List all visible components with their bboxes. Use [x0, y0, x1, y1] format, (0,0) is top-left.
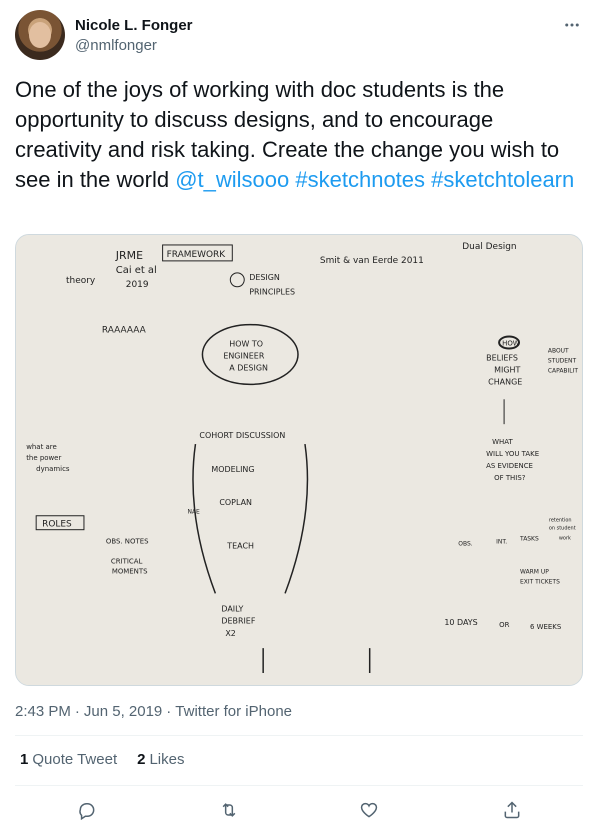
sketch-text: ROLES: [42, 520, 72, 530]
sketch-text: HOW: [502, 340, 520, 348]
sketch-text: CAPABILIT: [548, 367, 578, 374]
sketch-text: WILL YOU TAKE: [486, 450, 539, 458]
retweet-icon[interactable]: [214, 795, 244, 825]
sketch-text: on student: [549, 526, 576, 532]
sketch-text: NAE: [187, 509, 200, 516]
sketch-text: CRITICAL: [111, 558, 143, 566]
sketch-text: theory: [66, 276, 96, 286]
like-icon[interactable]: [354, 795, 384, 825]
meta-separator: ·: [166, 703, 172, 720]
sketch-text: DAILY: [221, 604, 243, 613]
sketch-text: OBS. NOTES: [106, 538, 149, 546]
sketch-text: retention: [549, 518, 572, 524]
sketch-text: COPLAN: [219, 498, 252, 507]
sketch-text: JRME: [115, 249, 143, 262]
sketch-text: work: [559, 536, 571, 542]
tweet-meta: 2:43 PM·Jun 5, 2019·Twitter for iPhone: [15, 703, 296, 720]
hashtag-link[interactable]: #sketchnotes: [295, 167, 426, 192]
sketch-text: Smit & van Eerde 2011: [320, 256, 424, 266]
sketch-text: what are: [26, 443, 57, 451]
sketch-text: DESIGN: [249, 273, 280, 282]
sketch-text: STUDENT: [548, 357, 577, 364]
divider: [15, 785, 583, 786]
sketch-text: OR: [499, 621, 509, 629]
sketch-text: ABOUT: [548, 347, 569, 354]
share-icon[interactable]: [497, 795, 527, 825]
tweet-header: Nicole L. Fonger @nmlfonger: [15, 10, 583, 60]
sketch-text: MODELING: [211, 465, 254, 474]
more-icon[interactable]: [561, 14, 583, 36]
sketch-text: INT.: [496, 539, 507, 546]
sketch-text: 10 DAYS: [444, 618, 477, 627]
sketch-text: AS EVIDENCE: [486, 462, 533, 470]
action-bar: [15, 795, 583, 825]
sketch-text: A DESIGN: [229, 363, 268, 372]
sketch-text: 2019: [126, 280, 149, 290]
sketch-text: 6 WEEKS: [530, 623, 562, 631]
sketch-text: TASKS: [519, 536, 539, 543]
avatar[interactable]: [15, 10, 65, 60]
sketch-text: PRINCIPLES: [249, 288, 295, 297]
sketch-text: MOMENTS: [112, 567, 148, 575]
sketch-text: WHAT: [492, 438, 513, 446]
tweet-date[interactable]: Jun 5, 2019: [83, 703, 163, 720]
divider: [15, 735, 583, 736]
sketch-text: COHORT DISCUSSION: [199, 431, 285, 440]
tweet-text: One of the joys of working with doc stud…: [15, 75, 585, 195]
sketch-text: EXIT TICKETS: [520, 578, 560, 585]
mention-link[interactable]: @t_wilsooo: [175, 167, 290, 192]
sketch-text: BELIEFS: [486, 353, 518, 362]
display-name[interactable]: Nicole L. Fonger: [75, 17, 193, 34]
sketch-text: DEBRIEF: [221, 616, 256, 625]
tweet-body: One of the joys of working with doc stud…: [15, 77, 560, 192]
sketch-text: MIGHT: [494, 365, 520, 374]
sketch-text: FRAMEWORK: [167, 250, 227, 260]
user-handle[interactable]: @nmlfonger: [75, 37, 157, 54]
tweet-time[interactable]: 2:43 PM: [15, 703, 71, 720]
meta-separator: ·: [74, 703, 80, 720]
sketch-text: CHANGE: [488, 377, 522, 386]
sketch-text: HOW TO: [229, 340, 263, 349]
hashtag-link[interactable]: #sketchtolearn: [431, 167, 575, 192]
sketch-text: OF THIS?: [494, 474, 526, 482]
tweet-image[interactable]: theory JRME Cai et al 2019 FRAMEWORK DES…: [15, 234, 583, 686]
sketch-text: TEACH: [226, 542, 254, 551]
tweet-source[interactable]: Twitter for iPhone: [175, 703, 292, 720]
sketch-text: dynamics: [36, 465, 70, 473]
quote-count: 1: [20, 751, 29, 768]
quote-label: Quote Tweet: [32, 751, 118, 768]
like-count: 2: [137, 751, 146, 768]
sketch-text: the power: [26, 454, 61, 462]
sketch-text: Dual Design: [462, 242, 516, 252]
sketchnote-image: theory JRME Cai et al 2019 FRAMEWORK DES…: [16, 235, 582, 685]
sketch-text: X2: [225, 629, 236, 638]
sketch-text: Cai et al: [116, 265, 157, 276]
sketch-text: OBS.: [458, 541, 472, 548]
like-label: Likes: [149, 751, 185, 768]
reply-icon[interactable]: [72, 795, 102, 825]
sketch-text: RAAAAAA: [102, 326, 147, 336]
sketch-text: ENGINEER: [223, 351, 264, 360]
sketch-text: WARM UP: [520, 568, 549, 575]
